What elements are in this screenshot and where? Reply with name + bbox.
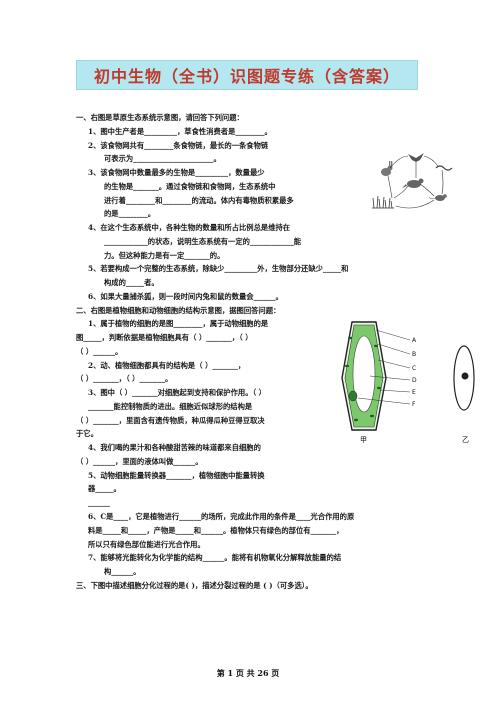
question-line: 1、属于植物的细胞的是图________，属于动物细胞的是	[88, 319, 269, 328]
question-line: 6、如果大量捕杀狐，则一段时间内兔和鼠的数量会______。	[88, 292, 283, 301]
question-line: ______	[88, 498, 110, 507]
question-line: 进行着________和________的流动。体内有毒物质积累最多	[104, 196, 294, 205]
rabbit-icon	[381, 161, 393, 176]
question-line: ____________的状态，说明生态系统有一定的____________能	[104, 237, 302, 246]
grass-icon	[372, 195, 394, 209]
question-line: 器_____。	[88, 484, 121, 493]
fox-icon	[402, 178, 424, 188]
caption-plant-cell: 甲	[360, 436, 367, 444]
part-label-d: D	[412, 377, 417, 384]
question-line: 4、我们喝的果汁和各种酸甜苦辣的味道都来自细胞的	[88, 443, 261, 452]
question-line: 的生物是_______。通过食物链和食物网，生态系统中	[104, 182, 276, 191]
question-line: 构______。	[104, 567, 141, 576]
question-line: 可表示为______________________。	[104, 154, 221, 163]
page-footer: 第 1 页 共 26 页	[216, 668, 280, 678]
question-line: 3、该食物网中数量最多的生物是_________，数量最少	[88, 168, 265, 177]
part-label-e: E	[412, 389, 416, 396]
mouse-icon	[428, 194, 447, 201]
question-line: （ ）_______，里面含有遗传物质，种瓜得瓜种豆得豆取决	[76, 416, 265, 425]
food-web-arrows	[387, 155, 444, 209]
caption-animal-cell: 乙	[462, 436, 469, 444]
label-leader-lines	[357, 329, 411, 405]
question-line: （ ）______。	[76, 347, 123, 356]
question-line: 所以只有绿色部位能进行光合作用。	[88, 540, 205, 549]
plant-cell	[341, 321, 387, 431]
question-line: 力。但这种能力是有一定_______的。	[104, 251, 225, 260]
section-3-heading: 三、下图中描述细胞分化过程的是( )，描述分裂过程的是 ( )（可多选）。	[76, 581, 313, 590]
question-line: 1、图中生产者是_________，草食性消费者是________。	[88, 127, 272, 136]
part-label-c: C	[412, 365, 416, 372]
question-line: 图_____，判断依据是植物细胞具有（ ）_______，（ ）	[76, 333, 253, 342]
question-line: 2、动、植物细胞都具有的结构是（ ）_______，	[88, 361, 246, 370]
part-label-f: F	[412, 401, 416, 408]
question-line: 构成的_____者。	[104, 278, 159, 287]
question-line: _______能控制物质的进出。细胞近似球形的结构是	[88, 402, 253, 411]
section-1-heading: 一、右图是草原生态系统示意图，请回答下列问题：	[76, 113, 244, 122]
question-line: 7、能够将光能转化为化学能的结构______。能将有机物氧化分解释放能量的结	[88, 553, 342, 562]
animal-cell	[453, 345, 475, 411]
eagle-icon	[408, 153, 424, 162]
part-label-b: B	[412, 351, 416, 358]
title-banner: 初中生物（全书）识图题专练（含答案）	[76, 60, 418, 90]
question-line: （ ）_______，（ ）_______。	[76, 374, 173, 383]
food-web-figure	[372, 153, 453, 209]
question-line: 5、动物细胞能量转换器_______，植物细胞中能量转换	[88, 471, 265, 480]
cell-diagram-figure: A B C D E F 甲 乙	[341, 321, 475, 444]
question-line: 4、在这个生态系统中，各种生物的数量和所占比例总是维持在	[88, 223, 291, 232]
section-2-heading: 二、右图是植物细胞和动物细胞的结构示意图，据图回答问题：	[76, 306, 281, 315]
page-title: 初中生物（全书）识图题专练（含答案）	[93, 67, 400, 86]
snake-icon	[435, 165, 453, 171]
question-line: 6、C是____，它是植物进行______的场所，完成此作用的条件是____光合…	[88, 512, 355, 521]
question-line: 于它。	[76, 429, 98, 438]
question-line: 5、若要构成一个完整的生态系统，除缺少_________外，生物部分还缺少___…	[88, 264, 349, 273]
question-line: 3、图中（ ）_______对细胞起到支持和保护作用。（ ）	[88, 388, 266, 397]
question-line: 2、该食物网共有________条食物链，最长的一条食物链	[88, 141, 269, 150]
question-line: 料是_____和_____，产物是_____和______。植物体只有绿色的部位…	[88, 526, 344, 535]
part-label-a: A	[412, 337, 417, 344]
question-line: （ ）______，里面的液体叫做______。	[76, 457, 203, 466]
question-line: 的是________。	[104, 209, 156, 218]
